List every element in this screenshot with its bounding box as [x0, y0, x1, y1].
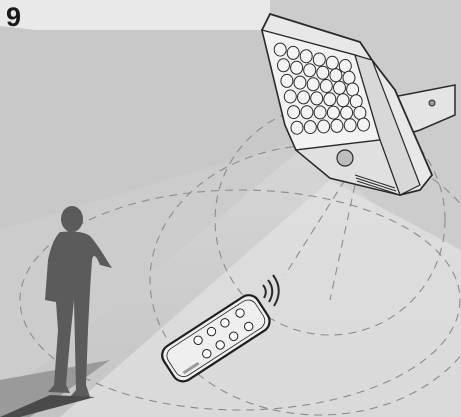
- led-cell: [298, 91, 310, 104]
- led-cell: [313, 53, 325, 66]
- led-cell: [318, 120, 330, 133]
- led-cell: [288, 106, 300, 119]
- led-cell: [330, 69, 342, 82]
- led-cell: [354, 106, 366, 119]
- led-cell: [287, 46, 299, 59]
- led-cell: [347, 83, 359, 96]
- led-cell: [350, 95, 362, 108]
- led-cell: [294, 76, 306, 89]
- step-number: 9: [6, 4, 21, 31]
- led-cell: [284, 90, 296, 103]
- led-cell: [311, 92, 323, 105]
- led-cell: [301, 106, 313, 119]
- led-cell: [343, 71, 355, 84]
- led-cell: [291, 121, 303, 134]
- led-cell: [334, 81, 346, 94]
- led-cell: [341, 106, 353, 119]
- led-cell: [317, 66, 329, 79]
- led-cell: [327, 106, 339, 119]
- led-cell: [326, 56, 338, 69]
- led-cell: [331, 119, 343, 132]
- led-cell: [358, 118, 370, 131]
- led-cell: [339, 60, 351, 73]
- led-cell: [344, 119, 356, 132]
- led-cell: [278, 59, 290, 72]
- led-cell: [304, 64, 316, 77]
- led-cell: [300, 50, 312, 63]
- upper-light-beam: [0, 0, 270, 30]
- led-cell: [274, 43, 286, 56]
- person-head: [61, 206, 83, 232]
- led-cell: [337, 94, 349, 107]
- led-cell: [307, 78, 319, 91]
- led-cell: [291, 61, 303, 74]
- led-cell: [281, 74, 293, 87]
- pir-sensor: [337, 150, 353, 166]
- led-cell: [324, 93, 336, 106]
- led-cell: [320, 80, 332, 93]
- led-cell: [314, 106, 326, 119]
- led-cell: [304, 121, 316, 134]
